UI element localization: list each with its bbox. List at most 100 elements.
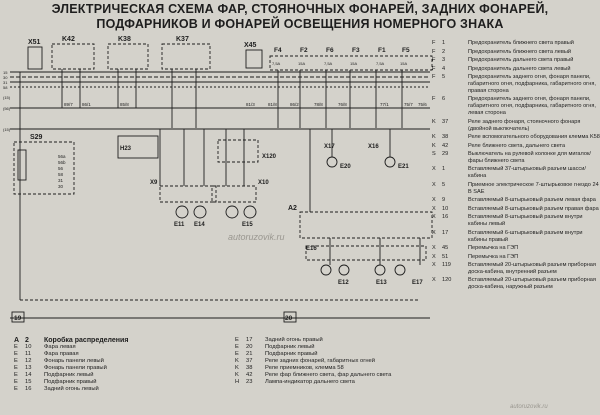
legend-description: Фонарь панели правый [44, 365, 107, 371]
fuse-rating: 7,5A [272, 61, 281, 66]
legend-letter: X [432, 262, 436, 269]
legend-code: E 15 [14, 379, 44, 386]
legend-letter: E [14, 344, 18, 350]
legend-number: 120 [442, 277, 452, 284]
legend-number: 38 [246, 365, 253, 371]
legend-description: Вставляемый 8-штырьковый разъем внутри к… [468, 214, 583, 228]
legend-number: 29 [442, 151, 449, 158]
legend-number: 1 [442, 40, 446, 46]
legend-number: 13 [25, 365, 32, 371]
legend-number: 5 [442, 74, 446, 80]
title-line-1: ЭЛЕКТРИЧЕСКАЯ СХЕМА ФАР, СТОЯНОЧНЫХ ФОНА… [51, 2, 549, 16]
wire-label: 85/8 [120, 102, 129, 107]
legend-number: 119 [442, 262, 451, 269]
rail-label: 58 [3, 85, 8, 90]
legend-letter: E [14, 358, 18, 364]
fuse-rating: 15A [400, 61, 407, 66]
legend-letter: F [432, 48, 436, 55]
relay-label: K42 [62, 36, 75, 43]
legend-letter: X [432, 245, 436, 252]
legend-description: Фара правая [44, 351, 79, 357]
fuse-rating: 7,5A [324, 61, 333, 66]
legend-letter: A [14, 337, 20, 344]
legend-description: Предохранитель заднего огня, фонаря пане… [468, 96, 596, 117]
wire-label: 86/1 [82, 102, 91, 107]
fuse-label: F3 [352, 47, 360, 54]
page-title: ЭЛЕКТРИЧЕСКАЯ СХЕМА ФАР, СТОЯНОЧНЫХ ФОНА… [0, 2, 600, 32]
component-label: H23 [120, 146, 132, 152]
bus-label: 20 [285, 315, 293, 322]
legend-number: 20 [246, 344, 253, 350]
legend-number: 15 [25, 379, 32, 385]
legend-description: Реле фар ближнего света, фар дальнего св… [265, 372, 392, 378]
legend-letter: S [432, 151, 436, 158]
component-label: E13 [376, 280, 387, 286]
legend-letter: K [235, 358, 239, 364]
legend-number: 16 [25, 386, 32, 392]
component-label: E15 [242, 222, 253, 228]
legend-letter: E [235, 337, 239, 343]
component-label: E14 [194, 222, 205, 228]
legend-item: E 20 Подфарник левый [235, 344, 435, 351]
terminal-label: 56 [58, 166, 64, 171]
legend-description: Коробка распределения [44, 337, 129, 344]
legend-number: 2 [442, 48, 446, 55]
wire-label: 75/7 [404, 102, 413, 107]
legend-letter: K [432, 142, 436, 149]
legend-description: Вставляемый 8-штырьковый разъем правая ф… [468, 205, 599, 212]
legend-number: 16 [442, 214, 449, 221]
component-label: S29 [30, 134, 43, 141]
legend-description: Вставляемый 37-штырьковый разъем шасси/к… [468, 166, 586, 180]
legend-number: 6 [442, 96, 446, 103]
legend-letter: E [235, 344, 239, 350]
title-line-2: ПОДФАРНИКОВ И ФОНАРЕЙ ОСВЕЩЕНИЯ НОМЕРНОГ… [96, 17, 504, 31]
relay-label: K37 [176, 36, 189, 43]
legend-letter: F [432, 74, 436, 80]
component-label: E16 [306, 246, 317, 252]
fuse-label: F6 [326, 47, 334, 54]
legend-code: S 29 [432, 151, 468, 165]
component-label: E20 [340, 164, 351, 170]
legend-letter: H [235, 379, 240, 385]
legend-description: Подфарник левый [265, 344, 315, 350]
legend-code: X 119 [432, 262, 468, 276]
legend-description: Приемное электрическое 7-штырьковое гнез… [468, 181, 599, 195]
fuse-label: F4 [274, 47, 282, 54]
legend-number: 14 [25, 372, 32, 378]
legend-letter: E [14, 379, 18, 385]
component-label: X9 [150, 180, 158, 186]
side-label: (56) [3, 106, 11, 111]
legend-letter: F [432, 40, 436, 46]
fuse-rating: 15A [298, 61, 305, 66]
bus-label: 19 [14, 315, 22, 322]
